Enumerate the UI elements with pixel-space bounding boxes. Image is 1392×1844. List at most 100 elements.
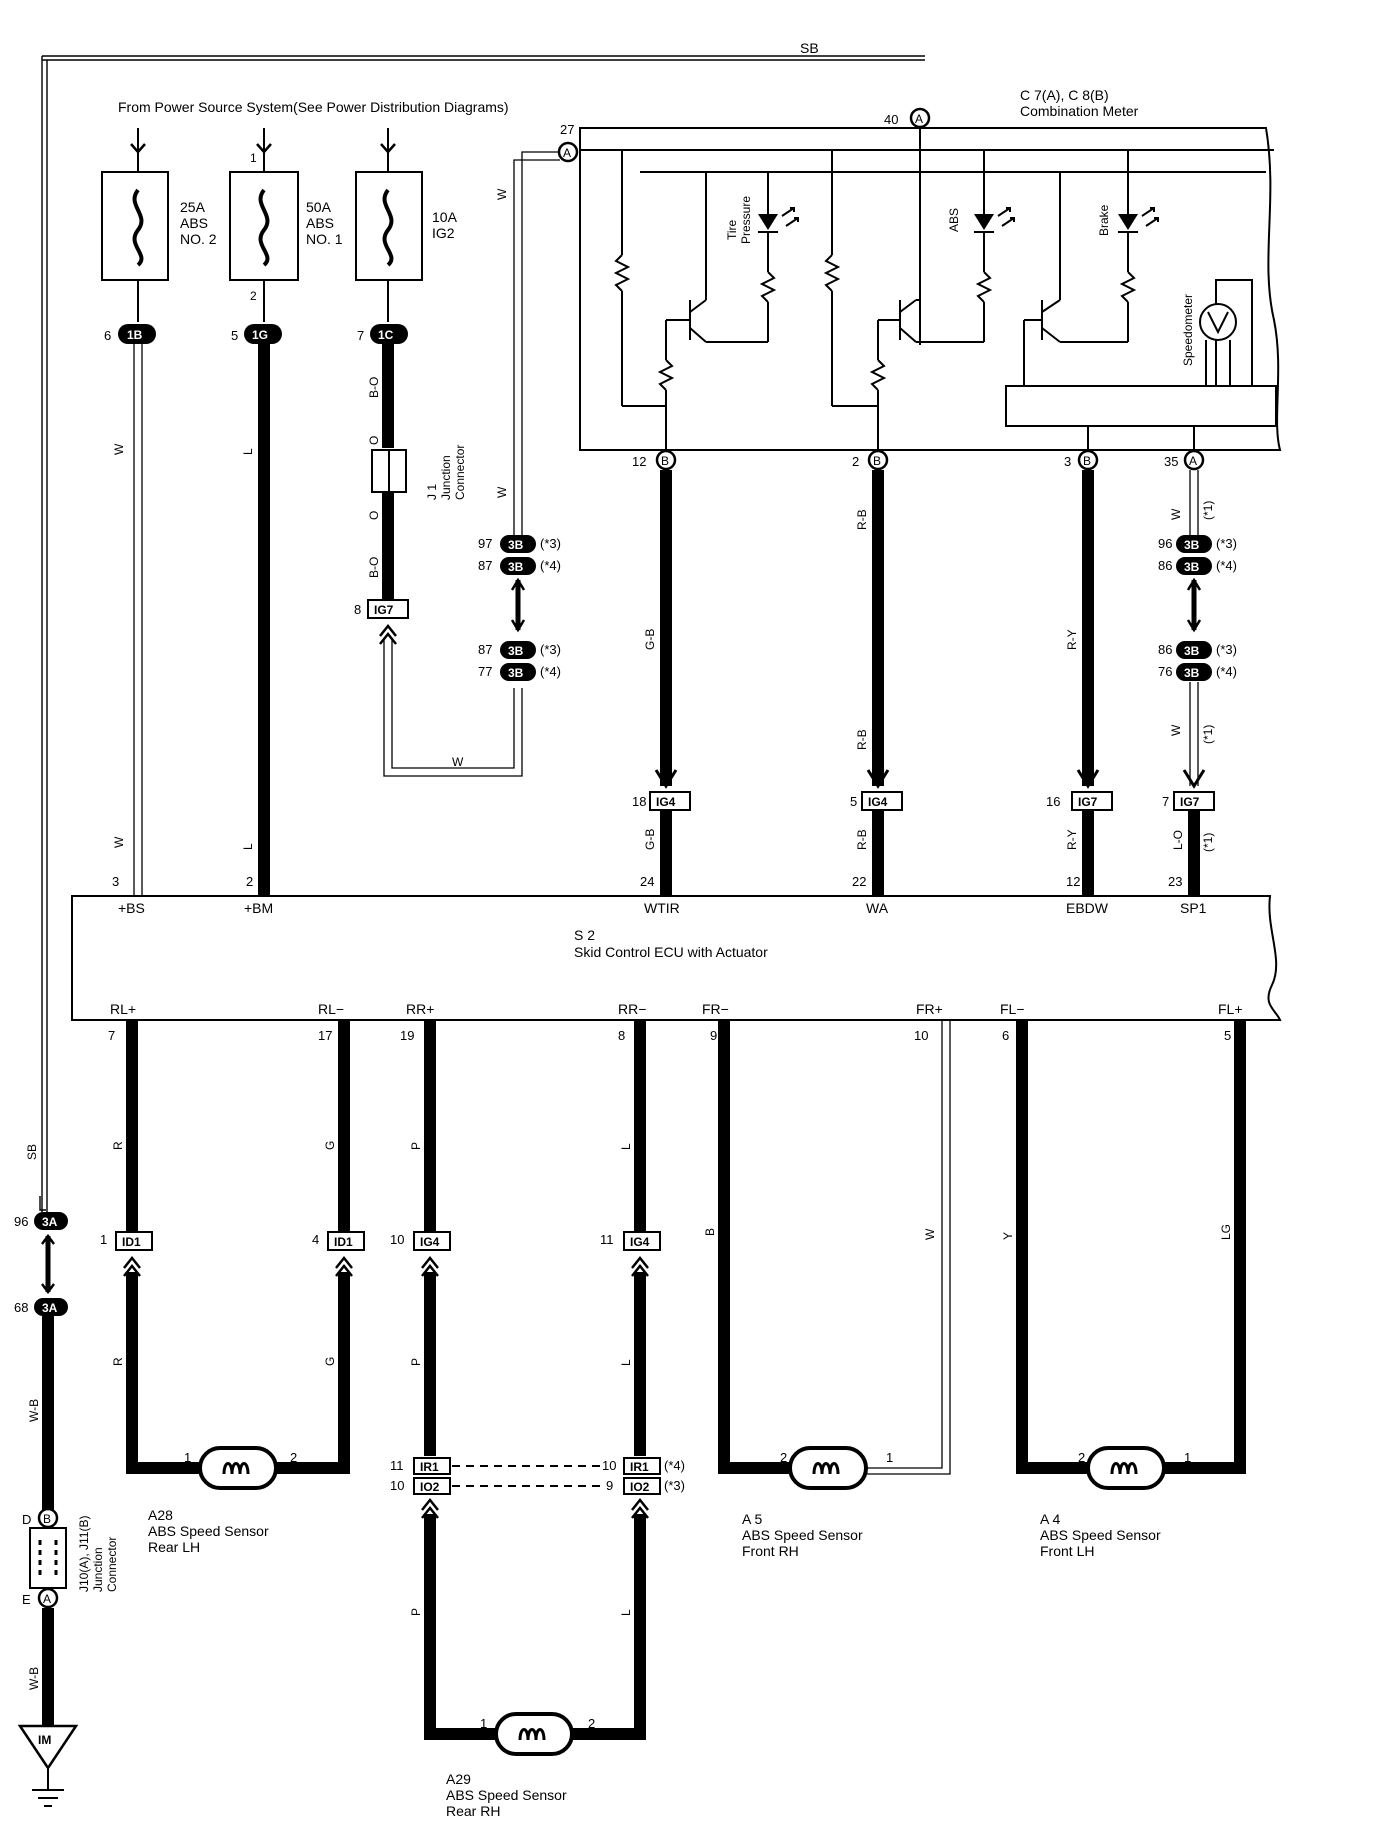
svg-text:(*3): (*3) [1216, 642, 1237, 657]
svg-text:NO. 2: NO. 2 [180, 231, 217, 247]
sensor-front-rh-wiring: B W [703, 1020, 951, 1475]
svg-text:Y: Y [1001, 1232, 1015, 1240]
svg-text:IR1: IR1 [420, 1460, 439, 1474]
ecu-terminal-label: FR− [702, 1001, 729, 1017]
svg-text:R-B: R-B [855, 729, 869, 750]
svg-text:A: A [43, 1592, 51, 1606]
conn-1g: 5 1G [231, 324, 282, 344]
svg-text:Speedometer: Speedometer [1181, 294, 1195, 366]
sensor-id: A28 [148, 1507, 173, 1523]
ecu-pin-number: 10 [914, 1028, 928, 1043]
svg-text:B-O: B-O [367, 557, 381, 578]
svg-text:23: 23 [1168, 874, 1182, 889]
svg-text:ABS: ABS [180, 215, 208, 231]
svg-text:J 1: J 1 [425, 484, 439, 500]
ecu-terminal-label: FR+ [916, 1001, 943, 1017]
sensor-rear-rh-wiring: P L 10 IG4 11 IG4 P L 11 IR1 10 IO2 10 I… [390, 1020, 685, 1740]
svg-text:2: 2 [246, 874, 253, 889]
svg-text:B: B [873, 454, 881, 468]
ecu-terminal-label: RL+ [110, 1001, 136, 1017]
wire-w-bs: W W [112, 344, 143, 896]
svg-text:R: R [111, 1357, 125, 1366]
svg-text:J10(A), J11(B): J10(A), J11(B) [77, 1516, 91, 1592]
svg-text:W: W [923, 1228, 937, 1240]
sensor-pin: 1 [1184, 1450, 1191, 1465]
svg-text:2: 2 [852, 454, 859, 469]
svg-text:W-B: W-B [27, 1667, 41, 1690]
wire-sp1: W (*1) 96 3B (*3) 86 3B (*4) 86 3B (*3) … [1158, 470, 1237, 896]
svg-text:W: W [1169, 508, 1183, 520]
svg-text:(*4): (*4) [540, 664, 561, 679]
sensor-name: ABS Speed Sensor [1040, 1527, 1161, 1543]
svg-text:2: 2 [250, 289, 257, 303]
svg-text:ABS: ABS [306, 215, 334, 231]
conn-1b: 6 1B [104, 324, 156, 344]
svg-text:16: 16 [1046, 794, 1060, 809]
svg-text:IG7: IG7 [374, 603, 394, 617]
svg-text:D: D [22, 1512, 31, 1527]
svg-text:(*3): (*3) [540, 536, 561, 551]
svg-text:87: 87 [478, 558, 492, 573]
svg-text:(*4): (*4) [664, 1458, 685, 1473]
svg-text:IR1: IR1 [630, 1460, 649, 1474]
ground-im-label: IM [38, 1733, 51, 1747]
svg-text:3B: 3B [1184, 560, 1200, 574]
ecu-pin-number: 5 [1224, 1028, 1231, 1043]
svg-text:77: 77 [478, 664, 492, 679]
svg-text:6: 6 [104, 328, 111, 343]
svg-text:E: E [22, 1592, 31, 1607]
svg-text:10: 10 [390, 1232, 404, 1247]
coil-icon [518, 1728, 546, 1741]
svg-text:(*4): (*4) [540, 558, 561, 573]
svg-text:(*1): (*1) [1201, 501, 1215, 520]
sensor-rear-lh-wiring: R G 1 ID1 4 ID1 R G [100, 1020, 365, 1474]
svg-text:97: 97 [478, 536, 492, 551]
svg-text:Junction: Junction [91, 1547, 105, 1592]
svg-text:B: B [43, 1512, 51, 1526]
conn-3b-mid-top: 97 3B (*3) 87 3B (*4) [478, 535, 561, 633]
svg-text:3: 3 [112, 874, 119, 889]
svg-text:IG4: IG4 [656, 795, 676, 809]
ecu-pin-number: 6 [1002, 1028, 1009, 1043]
svg-text:WA: WA [866, 900, 889, 916]
svg-text:96: 96 [14, 1214, 28, 1229]
svg-text:A: A [1189, 454, 1197, 468]
conn-1c: 7 1C [357, 324, 408, 344]
sensor-id: A29 [446, 1771, 471, 1787]
svg-text:A: A [915, 112, 923, 126]
svg-text:R: R [111, 1141, 125, 1150]
ecu-pin-number: 17 [318, 1028, 332, 1043]
svg-text:5: 5 [850, 794, 857, 809]
ecu-name: Skid Control ECU with Actuator [574, 944, 768, 960]
power-source-label: From Power Source System(See Power Distr… [118, 99, 509, 115]
svg-text:3: 3 [1064, 454, 1071, 469]
ecu-id: S 2 [574, 927, 595, 943]
svg-text:(*4): (*4) [1216, 558, 1237, 573]
svg-text:3A: 3A [42, 1215, 58, 1229]
fuse-ig2: 10A IG2 [355, 128, 458, 322]
ecu-terminal-label: RL− [318, 1001, 344, 1017]
sensor-pin: 1 [480, 1716, 487, 1731]
wire-wa: R-B R-B 5 IG4 R-B 22 [850, 470, 903, 896]
coil-icon [812, 1462, 840, 1475]
svg-text:B: B [661, 454, 669, 468]
svg-text:A: A [563, 146, 571, 160]
svg-text:(*3): (*3) [664, 1478, 685, 1493]
svg-text:IG4: IG4 [868, 795, 888, 809]
svg-text:P: P [409, 1608, 423, 1616]
wire-ebdw: R-Y 16 +BS IG7 R-Y 12 [1046, 470, 1113, 896]
ecu-terminal-label: RR+ [406, 1001, 434, 1017]
wire-bo-ig2: B-O O O J 1 Junction Connector B-O [367, 344, 467, 600]
svg-text:ABS: ABS [947, 208, 961, 232]
svg-text:10A: 10A [432, 209, 458, 225]
sensor-pin: 2 [1078, 1450, 1085, 1465]
svg-text:L: L [619, 1609, 633, 1616]
svg-text:Junction: Junction [439, 455, 453, 500]
svg-text:IG4: IG4 [420, 1235, 440, 1249]
svg-text:IG7: IG7 [1180, 795, 1200, 809]
ecu-terminal-label: FL− [1000, 1001, 1025, 1017]
